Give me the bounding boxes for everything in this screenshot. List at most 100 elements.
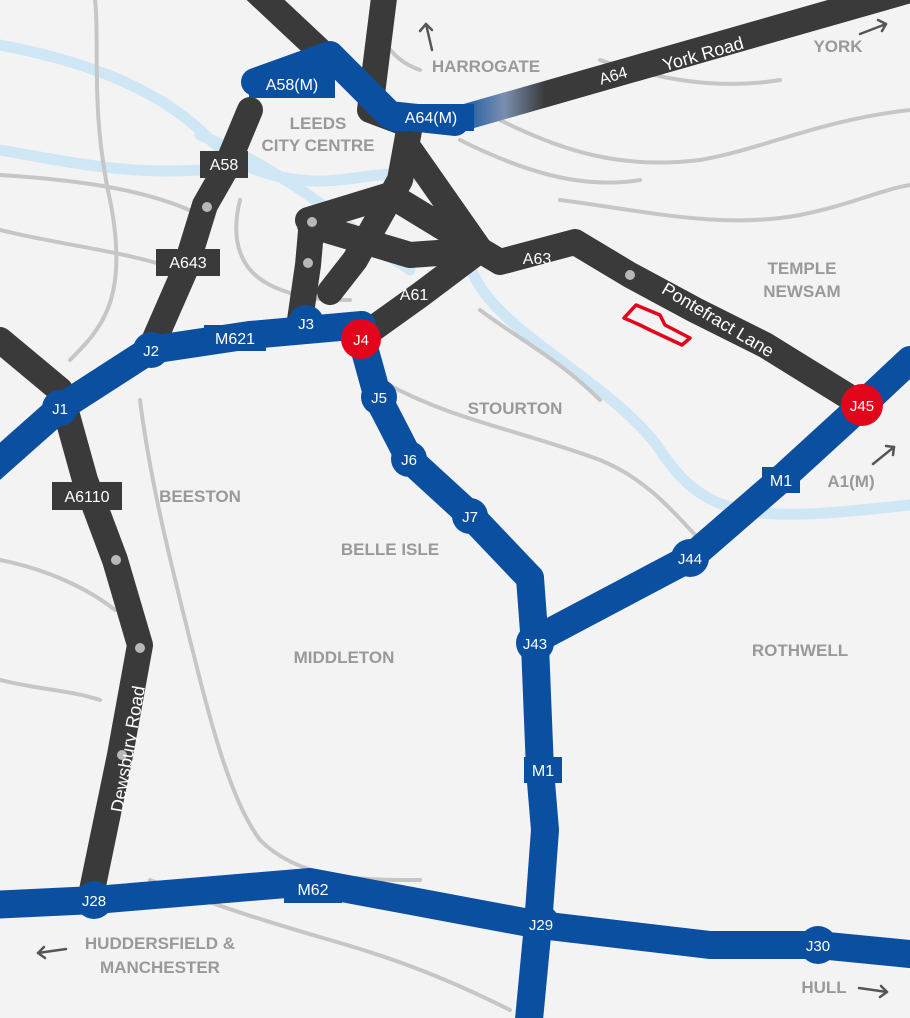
junction-marker bbox=[42, 390, 78, 426]
arrow-shaft bbox=[858, 22, 888, 36]
junction-j7: J7 bbox=[452, 498, 488, 534]
area-rothwell: ROTHWELL bbox=[752, 641, 848, 660]
junction-label: J3 bbox=[298, 316, 314, 333]
label-box bbox=[524, 757, 562, 783]
road-label-a6110: A6110 bbox=[52, 482, 122, 510]
node-dot bbox=[202, 202, 212, 212]
junction-marker bbox=[391, 441, 427, 477]
area-hull: HULL bbox=[801, 978, 846, 997]
label-box bbox=[249, 71, 335, 98]
road-label-a643: A643 bbox=[156, 249, 220, 276]
junction-j1: J1 bbox=[42, 390, 78, 426]
road-label-a58: A58 bbox=[200, 151, 248, 178]
label-box bbox=[762, 467, 800, 493]
node-dot bbox=[117, 750, 127, 760]
junction-j3: J3 bbox=[288, 305, 324, 341]
label-box bbox=[52, 482, 122, 510]
junction-label: J45 bbox=[850, 398, 874, 415]
arrow-shaft bbox=[424, 22, 434, 52]
junction-label: J28 bbox=[82, 893, 106, 910]
junction-marker bbox=[799, 926, 837, 964]
junction-label: J7 bbox=[462, 509, 478, 526]
label-a64m: A64(M) bbox=[405, 110, 457, 127]
label-m62: M62 bbox=[297, 882, 328, 899]
motorway-label-m62: M62 bbox=[284, 876, 342, 903]
area-middleton: MIDDLETON bbox=[294, 648, 395, 667]
junction-marker bbox=[341, 319, 381, 359]
motorway-label-a64m: A64(M) bbox=[388, 104, 474, 131]
arrow-head bbox=[418, 22, 434, 33]
label-m1-north: M1 bbox=[770, 473, 792, 490]
junction-marker bbox=[841, 384, 883, 426]
area-beeston: BEESTON bbox=[159, 487, 241, 506]
label-box bbox=[284, 876, 342, 903]
motorway-label-m621: M621 bbox=[204, 325, 266, 351]
road-a-loop-link bbox=[397, 137, 493, 263]
junction-label: J30 bbox=[806, 938, 830, 955]
node-dot bbox=[307, 217, 317, 227]
node-dot bbox=[135, 643, 145, 653]
area-york: YORK bbox=[813, 37, 863, 56]
arrow-left-icon bbox=[36, 945, 68, 960]
arrow-head bbox=[36, 945, 47, 960]
node-dot bbox=[625, 270, 635, 280]
junction-marker bbox=[522, 905, 560, 943]
minor-road-f bbox=[0, 678, 102, 702]
junction-label: J5 bbox=[371, 390, 387, 407]
junction-j5: J5 bbox=[361, 379, 397, 415]
area-stourton: STOURTON bbox=[468, 399, 563, 418]
label-m621: M621 bbox=[215, 331, 255, 348]
label-a6110: A6110 bbox=[64, 489, 109, 506]
minor-road-j bbox=[558, 183, 910, 223]
junction-j4: J4 bbox=[341, 319, 381, 359]
arrow-up-icon bbox=[418, 22, 434, 52]
arrow-head bbox=[884, 444, 896, 457]
junction-marker bbox=[75, 881, 113, 919]
label-box bbox=[204, 325, 266, 351]
area-labels: LEEDS CITY CENTRE HARROGATE YORK TEMPLE … bbox=[85, 37, 875, 997]
node-dots bbox=[111, 202, 635, 760]
area-harrogate: HARROGATE bbox=[432, 57, 540, 76]
area-temple-line2: NEWSAM bbox=[763, 282, 840, 301]
road-a61 bbox=[347, 237, 493, 351]
arrow-up-right-icon bbox=[858, 18, 888, 36]
minor-road-h bbox=[378, 378, 702, 542]
junction-label: J43 bbox=[523, 636, 547, 653]
junction-j2: J2 bbox=[133, 332, 169, 368]
arrow-head bbox=[876, 18, 888, 33]
junction-marker bbox=[671, 539, 709, 577]
motorway-label-a58m: A58(M) bbox=[249, 71, 335, 98]
label-a58m: A58(M) bbox=[266, 77, 318, 94]
junction-marker bbox=[288, 305, 324, 341]
area-belle-isle: BELLE ISLE bbox=[341, 540, 439, 559]
arrow-head bbox=[878, 984, 889, 999]
junction-label: J6 bbox=[401, 452, 417, 469]
label-a58: A58 bbox=[210, 157, 239, 174]
node-dot bbox=[303, 258, 313, 268]
junction-marker bbox=[516, 624, 554, 662]
arrow-shaft bbox=[36, 947, 68, 955]
area-huddersfield-line1: HUDDERSFIELD & bbox=[85, 934, 235, 953]
junction-label: J29 bbox=[529, 917, 553, 934]
junction-marker bbox=[452, 498, 488, 534]
label-a63: A63 bbox=[523, 251, 552, 268]
arrow-up-right-icon bbox=[871, 444, 896, 466]
junctions: J1 J2 J3 J4 J5 J6 J7 J43 bbox=[42, 305, 883, 964]
junction-label: J1 bbox=[52, 401, 68, 418]
area-leeds-line1: LEEDS bbox=[290, 114, 347, 133]
arrow-shaft bbox=[857, 986, 889, 994]
junction-j44: J44 bbox=[671, 539, 709, 577]
road-a-loop bbox=[295, 182, 493, 268]
label-box bbox=[388, 104, 474, 131]
junction-j45: J45 bbox=[841, 384, 883, 426]
label-a643: A643 bbox=[169, 255, 206, 272]
site-outline bbox=[622, 303, 692, 347]
area-temple-line1: TEMPLE bbox=[768, 259, 837, 278]
junction-label: J44 bbox=[678, 551, 702, 568]
motorway-label-m1-north: M1 bbox=[762, 467, 800, 493]
junction-label: J2 bbox=[143, 343, 159, 360]
minor-road-l bbox=[478, 308, 602, 402]
river-branch bbox=[0, 144, 206, 177]
arrow-shaft bbox=[871, 445, 896, 466]
